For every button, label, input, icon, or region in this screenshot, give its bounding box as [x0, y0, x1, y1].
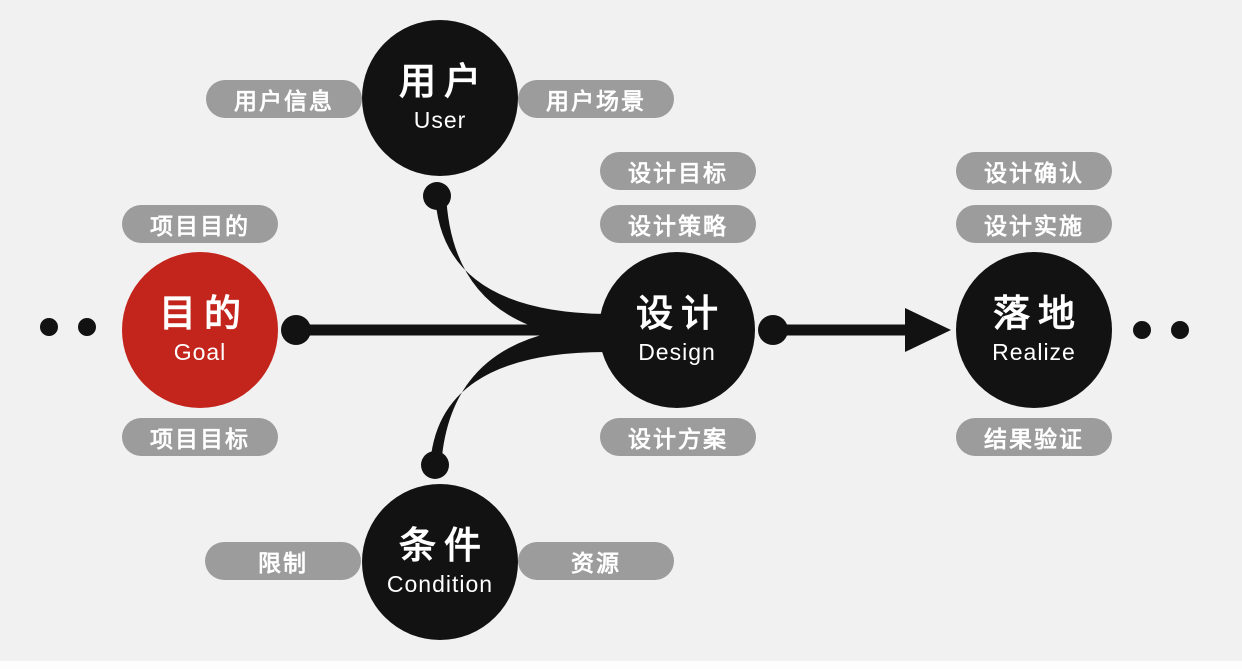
- continuation-dots-right: [1133, 321, 1151, 339]
- pill-project-purpose: 项目目的: [122, 205, 278, 243]
- curve-condition-design: [430, 326, 606, 468]
- node-condition-label-zh: 条件: [399, 525, 489, 567]
- pill-design-implement: 设计实施: [956, 205, 1112, 243]
- bottom-strip: [0, 661, 1242, 669]
- node-design-label-en: Design: [638, 338, 716, 365]
- pill-result-verify: 结果验证: [956, 418, 1112, 456]
- pill-project-target: 项目目标: [122, 418, 278, 456]
- continuation-dots-left: [40, 318, 58, 336]
- node-condition-label-en: Condition: [386, 570, 494, 597]
- continuation-dots-left: [78, 318, 96, 336]
- pill-resource: 资源: [518, 542, 674, 580]
- node-design-label-zh: 设计: [636, 293, 726, 335]
- continuation-dots-right: [1171, 321, 1189, 339]
- node-design: 设计 Design: [599, 252, 755, 408]
- node-goal-label-en: Goal: [173, 338, 227, 365]
- connector-joint-dot-design: [758, 315, 788, 345]
- pill-user-scenario: 用户场景: [518, 80, 674, 118]
- node-realize: 落地 Realize: [956, 252, 1112, 408]
- connector-joint-dot-user: [423, 182, 451, 210]
- connector-joint-dot-condition: [421, 451, 449, 479]
- node-goal-label-zh: 目的: [159, 293, 249, 335]
- node-realize-label-zh: 落地: [993, 293, 1083, 335]
- node-user: 用户 User: [362, 20, 518, 176]
- curve-user-design: [435, 192, 606, 340]
- pill-design-confirm: 设计确认: [956, 152, 1112, 190]
- node-goal: 目的 Goal: [122, 252, 278, 408]
- pill-design-strategy: 设计策略: [600, 205, 756, 243]
- connector-joint-dot-goal: [281, 315, 311, 345]
- pill-user-info: 用户信息: [206, 80, 362, 118]
- arrow-right-icon: [905, 308, 951, 352]
- node-realize-label-en: Realize: [992, 338, 1076, 365]
- node-condition: 条件 Condition: [362, 484, 518, 640]
- pill-design-target: 设计目标: [600, 152, 756, 190]
- pill-design-solution: 设计方案: [600, 418, 756, 456]
- node-user-label-zh: 用户: [399, 61, 489, 103]
- node-user-label-en: User: [413, 106, 467, 133]
- pill-restriction: 限制: [205, 542, 361, 580]
